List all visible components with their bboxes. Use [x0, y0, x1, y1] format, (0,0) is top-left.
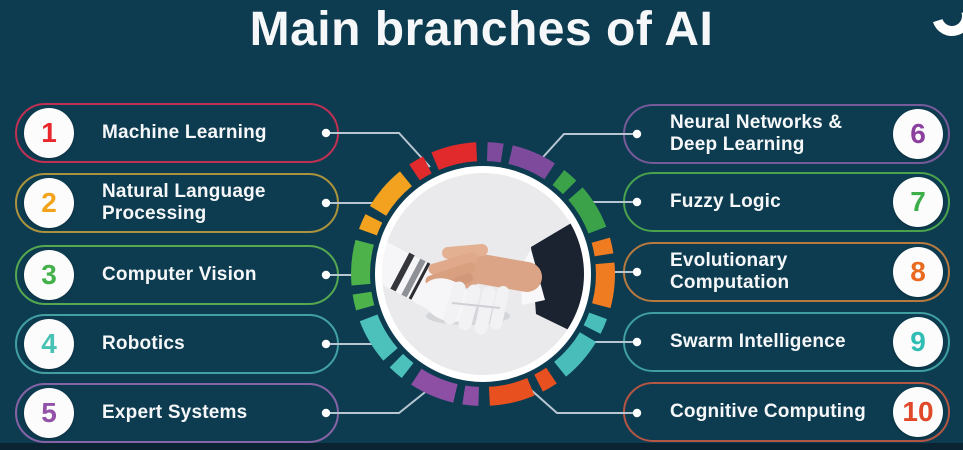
branch-item-robotics: 4 Robotics	[15, 314, 339, 374]
branch-item-swarm-intelligence: Swarm Intelligence 9	[623, 312, 950, 372]
branch-number-badge: 9	[893, 317, 943, 367]
branch-label: Natural Language Processing	[102, 180, 266, 224]
branch-label: Expert Systems	[102, 401, 248, 423]
branch-label: Neural Networks & Deep Learning	[670, 111, 843, 155]
branch-number-badge: 1	[24, 108, 74, 158]
branch-number-badge: 4	[24, 319, 74, 369]
branch-label: Robotics	[102, 332, 185, 354]
connector-lines	[321, 128, 642, 418]
branch-label: Computer Vision	[102, 263, 257, 285]
branch-number-badge: 7	[893, 177, 943, 227]
page-title: Main branches of AI	[249, 3, 714, 56]
branch-number-badge: 2	[24, 178, 74, 228]
branch-label: Fuzzy Logic	[670, 190, 781, 212]
branch-label: Swarm Intelligence	[670, 330, 846, 352]
branch-item-expert-systems: 5 Expert Systems	[15, 383, 339, 443]
branch-label: Evolutionary Computation	[670, 249, 790, 293]
branch-item-machine-learning: 1 Machine Learning	[15, 103, 339, 163]
branch-number-badge: 3	[24, 250, 74, 300]
branch-item-fuzzy-logic: Fuzzy Logic 7	[623, 172, 950, 232]
branch-label: Cognitive Computing	[670, 400, 866, 422]
branch-item-evolutionary-computation: Evolutionary Computation 8	[623, 242, 950, 302]
branch-item-natural-language-processing: 2 Natural Language Processing	[15, 173, 339, 233]
handshake-image	[375, 166, 591, 382]
bottom-bar	[0, 443, 963, 450]
branch-number-badge: 6	[893, 109, 943, 159]
branch-number-badge: 8	[893, 247, 943, 297]
branch-number-badge: 10	[893, 387, 943, 437]
branch-item-computer-vision: 3 Computer Vision	[15, 245, 339, 305]
color-ring	[351, 142, 615, 406]
branch-item-neural-networks-deep-learning: Neural Networks & Deep Learning 6	[623, 104, 950, 164]
branch-label: Machine Learning	[102, 121, 267, 143]
branch-item-cognitive-computing: Cognitive Computing 10	[623, 382, 950, 442]
branch-number-badge: 5	[24, 388, 74, 438]
